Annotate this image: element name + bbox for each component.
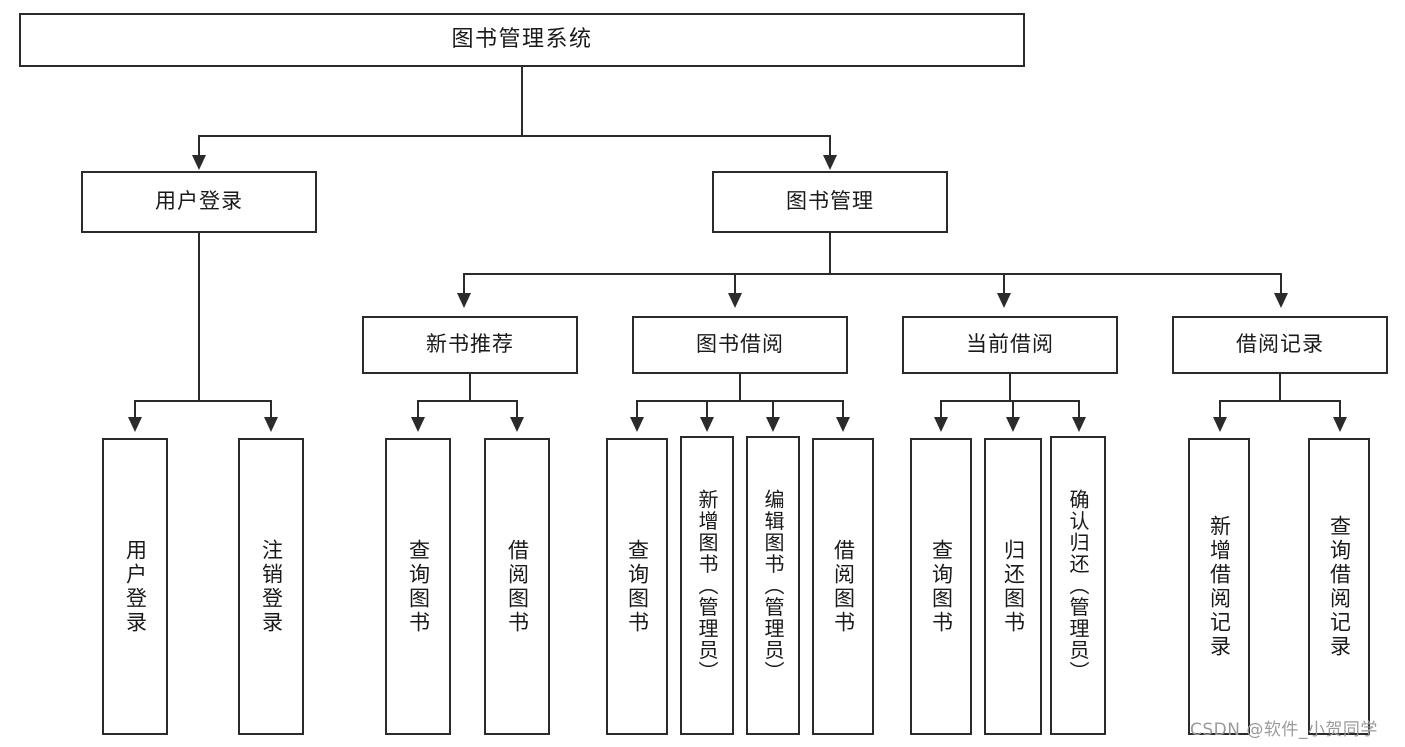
- arrowhead-leaf-edit-book: [766, 417, 780, 432]
- node-root-system[interactable]: 图书管理系统: [19, 13, 1025, 67]
- leaf-return-books[interactable]: 归还图书: [984, 438, 1042, 735]
- node-label: 确认归还（管理员）: [1066, 488, 1090, 683]
- leaf-user-login[interactable]: 用户登录: [102, 438, 168, 735]
- edge-current-borrow-stem: [1009, 374, 1011, 402]
- edge-drop-leaf-user-login: [134, 400, 136, 418]
- edge-root-stem: [521, 67, 523, 136]
- node-label: 用户登录: [123, 538, 148, 635]
- leaf-query-books-borrow[interactable]: 查询图书: [606, 438, 668, 735]
- edge-drop-book-borrow: [734, 273, 736, 295]
- edge-root-drop-book-mgmt: [829, 135, 831, 157]
- arrowhead-leaf-add-record: [1213, 417, 1227, 432]
- edge-drop-leaf-query-books-rec: [417, 400, 419, 418]
- edge-user-login-stem: [198, 233, 200, 401]
- edge-drop-leaf-borrow-books-rec: [516, 400, 518, 418]
- edge-user-login-bus: [134, 400, 271, 402]
- arrowhead-new-book-recommend: [457, 293, 471, 308]
- edge-book-mgmt-bus: [463, 273, 1281, 275]
- arrowhead-leaf-query-books-rec: [411, 417, 425, 432]
- arrowhead-borrow-records: [1274, 293, 1288, 308]
- arrowhead-leaf-borrow-books: [836, 417, 850, 432]
- node-label: 图书借阅: [696, 332, 784, 357]
- edge-current-borrow-bus: [940, 400, 1079, 402]
- arrowhead-leaf-query-record: [1333, 417, 1347, 432]
- edge-drop-leaf-query-books-bb: [636, 400, 638, 418]
- edge-drop-current-borrow: [1003, 273, 1005, 295]
- node-book-management[interactable]: 图书管理: [712, 171, 948, 233]
- arrowhead-current-borrow: [997, 293, 1011, 308]
- node-label: 新书推荐: [426, 332, 514, 357]
- edge-root-bus: [198, 135, 830, 137]
- csdn-watermark: CSDN @软件_小贺同学: [1190, 720, 1378, 740]
- node-current-borrow[interactable]: 当前借阅: [902, 316, 1118, 374]
- node-label: 图书管理: [786, 189, 874, 214]
- node-label: 查询借阅记录: [1327, 514, 1352, 659]
- arrowhead-leaf-borrow-books-rec: [510, 417, 524, 432]
- arrowhead-leaf-query-books-cb: [934, 417, 948, 432]
- leaf-query-books-recommend[interactable]: 查询图书: [385, 438, 451, 735]
- arrowhead-leaf-query-books-bb: [630, 417, 644, 432]
- node-book-borrow[interactable]: 图书借阅: [632, 316, 848, 374]
- leaf-query-books-current[interactable]: 查询图书: [910, 438, 972, 735]
- edge-borrow-records-bus: [1219, 400, 1340, 402]
- edge-borrow-records-stem: [1279, 374, 1281, 402]
- node-new-book-recommend[interactable]: 新书推荐: [362, 316, 578, 374]
- leaf-borrow-books-recommend[interactable]: 借阅图书: [484, 438, 550, 735]
- edge-book-borrow-stem: [739, 374, 741, 402]
- leaf-add-borrow-record[interactable]: 新增借阅记录: [1188, 438, 1250, 735]
- node-label: 图书管理系统: [451, 26, 593, 52]
- node-label: 查询图书: [406, 538, 431, 635]
- node-label: 新增借阅记录: [1207, 514, 1232, 659]
- node-label: 查询图书: [929, 538, 954, 635]
- node-borrow-records[interactable]: 借阅记录: [1172, 316, 1388, 374]
- edge-drop-leaf-logout: [270, 400, 272, 418]
- arrowhead-user-login: [192, 155, 206, 170]
- leaf-logout[interactable]: 注销登录: [238, 438, 304, 735]
- arrowhead-leaf-add-book: [700, 417, 714, 432]
- edge-drop-leaf-add-book: [706, 400, 708, 418]
- leaf-borrow-books[interactable]: 借阅图书: [812, 438, 874, 735]
- node-user-login[interactable]: 用户登录: [81, 171, 317, 233]
- edge-new-book-stem: [469, 374, 471, 402]
- node-label: 借阅记录: [1236, 332, 1324, 357]
- arrowhead-leaf-logout: [264, 417, 278, 432]
- edge-drop-leaf-edit-book: [772, 400, 774, 418]
- arrowhead-leaf-return-books: [1006, 417, 1020, 432]
- edge-new-book-bus: [417, 400, 517, 402]
- leaf-query-borrow-record[interactable]: 查询借阅记录: [1308, 438, 1370, 735]
- edge-drop-leaf-confirm-return: [1078, 400, 1080, 418]
- edge-drop-leaf-query-record: [1339, 400, 1341, 418]
- leaf-edit-book-admin[interactable]: 编辑图书（管理员）: [746, 436, 800, 735]
- leaf-confirm-return-admin[interactable]: 确认归还（管理员）: [1050, 436, 1106, 735]
- edge-root-drop-user-login: [198, 135, 200, 157]
- node-label: 编辑图书（管理员）: [761, 488, 785, 683]
- arrowhead-leaf-confirm-return: [1072, 417, 1086, 432]
- node-label: 归还图书: [1001, 538, 1026, 635]
- node-label: 借阅图书: [831, 538, 856, 635]
- node-label: 用户登录: [155, 189, 243, 214]
- arrowhead-book-management: [823, 155, 837, 170]
- edge-book-mgmt-stem: [829, 233, 831, 274]
- node-label: 新增图书（管理员）: [695, 488, 719, 683]
- node-label: 查询图书: [625, 538, 650, 635]
- edge-drop-leaf-add-record: [1219, 400, 1221, 418]
- edge-drop-borrow-records: [1280, 273, 1282, 295]
- edge-drop-leaf-borrow-books: [842, 400, 844, 418]
- edge-book-borrow-bus: [636, 400, 843, 402]
- node-label: 借阅图书: [505, 538, 530, 635]
- node-label: 当前借阅: [966, 332, 1054, 357]
- node-label: 注销登录: [259, 538, 284, 635]
- arrowhead-leaf-user-login: [128, 417, 142, 432]
- leaf-add-book-admin[interactable]: 新增图书（管理员）: [680, 436, 734, 735]
- edge-drop-new-book: [463, 273, 465, 295]
- edge-drop-leaf-query-books-cb: [940, 400, 942, 418]
- arrowhead-book-borrow: [728, 293, 742, 308]
- edge-drop-leaf-return-books: [1012, 400, 1014, 418]
